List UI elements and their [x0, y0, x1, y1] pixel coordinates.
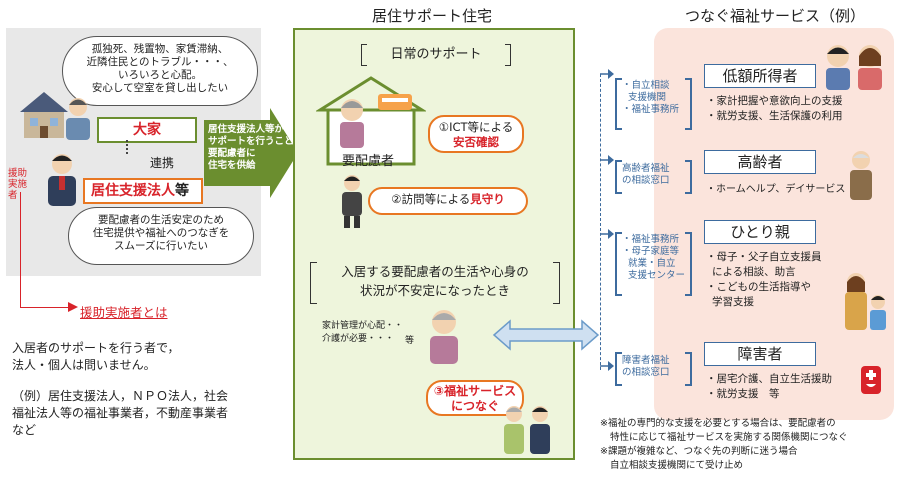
- service-single-parent-details: ・母子・父子自立支援員 による相談、助言 ・こどもの生活指導や 学習支援: [706, 251, 822, 308]
- agency-bracket: [685, 232, 692, 296]
- agency-disability: 障害者福祉 の相談窓口: [622, 355, 670, 378]
- worried-elderly-icon: [430, 310, 458, 364]
- consultation-people-icon: [504, 406, 550, 454]
- visitor-icon: [342, 175, 362, 228]
- service-low-income-details: ・家計把握や意欲向上の支援 ・就労支援、生活保護の利用: [706, 95, 843, 122]
- support-staff-icon: [48, 154, 76, 206]
- service-elderly: 高齢者: [704, 150, 816, 174]
- service-elderly-details: ・ホームヘルプ、デイサービス: [706, 184, 846, 195]
- unstable-condition-text: 入居する要配慮者の生活や心身の 状況が不安定になったとき: [310, 262, 560, 304]
- link-line: [126, 140, 130, 154]
- helper-definition-link[interactable]: 援助実施者とは: [80, 305, 168, 320]
- agency-bracket: [685, 160, 692, 194]
- supply-arrow-text: 居住支援法人等が サポートを行うことで 要配慮者に 住宅を供給: [208, 124, 303, 171]
- link-label: 連携: [150, 156, 175, 170]
- agency-bracket: [685, 352, 692, 386]
- help-mark-icon: [861, 366, 881, 394]
- supply-arrow-icon: [204, 108, 298, 198]
- agency-single-parent: ・福祉事務所 ・母子家庭等 就業・自立 支援センター: [622, 234, 686, 281]
- agency-elderly: 高齢者福祉 の相談窓口: [622, 163, 670, 186]
- residence-house-icon: [316, 76, 426, 166]
- service-single-parent: ひとり親: [704, 220, 816, 244]
- red-arrow-icon: [68, 302, 78, 312]
- house-icon: [20, 92, 68, 138]
- agency-low-income: ・自立相談 支援機関 ・福祉事務所: [622, 80, 680, 115]
- footnotes: ※福祉の専門的な支援を必要とする場合は、要配慮者の 特性に応じて福祉サービスを実…: [600, 418, 848, 471]
- agency-bracket: [615, 78, 622, 130]
- bidirectional-arrow-icon: [492, 319, 600, 351]
- helper-description: 入居者のサポートを行う者で， 法人・個人は問いません。: [12, 341, 180, 372]
- landlord-thought-cloud: 孤独死、残置物、家賃滞納、 近隣住民とのトラブル・・・、 いろいろと心配。 安心…: [62, 36, 258, 106]
- service-connector-arrow-2: [600, 155, 614, 165]
- monitoring-oval: ②訪問等による見守り: [368, 187, 528, 215]
- safety-check-oval: ①ICT等による 安否確認: [428, 115, 524, 153]
- couple-icon: [826, 45, 882, 90]
- agency-bracket: [615, 232, 622, 296]
- side-label-helper: 援助 実施者: [8, 168, 28, 201]
- elderly-man-icon: [850, 151, 872, 200]
- red-connector-vertical: [20, 192, 21, 307]
- worry-text: 家計管理が心配・・ 介護が必要・・・: [322, 321, 404, 344]
- connect-service-oval: ③福祉サービス につなぐ: [426, 380, 524, 416]
- support-org-thought-cloud: 要配慮者の生活安定のため 住宅提供や福祉へのつなぎを スムーズに行いたい: [68, 207, 254, 265]
- middle-title: 居住サポート住宅: [372, 7, 493, 25]
- red-connector-horizontal: [20, 307, 72, 308]
- daily-support-label: 日常のサポート: [361, 44, 511, 66]
- parent-child-icon: [845, 273, 886, 330]
- worry-etc: 等: [405, 336, 415, 346]
- landlord-person-icon: [66, 98, 90, 140]
- right-title: つなぐ福祉サービス（例）: [685, 7, 866, 25]
- person-label: 要配慮者: [342, 154, 395, 169]
- service-connector-vertical: [600, 74, 601, 370]
- agency-bracket: [615, 352, 622, 386]
- service-connector-arrow-4: [600, 361, 614, 371]
- service-disability-details: ・居宅介護、自立生活援助 ・就労支援 等: [706, 373, 832, 400]
- service-low-income: 低額所得者: [704, 64, 816, 88]
- service-connector-arrow-3: [600, 229, 614, 239]
- landlord-box: 大家: [97, 117, 197, 143]
- agency-bracket: [685, 78, 692, 130]
- service-disability: 障害者: [704, 342, 816, 366]
- service-connector-arrow-1: [600, 69, 614, 79]
- agency-bracket: [615, 160, 622, 194]
- helper-examples: （例）居住支援法人，ＮＰＯ法人，社会 福祉法人等の福祉事業者，不動産事業者 など: [12, 389, 229, 437]
- support-org-box: 居住支援法人等: [83, 178, 203, 204]
